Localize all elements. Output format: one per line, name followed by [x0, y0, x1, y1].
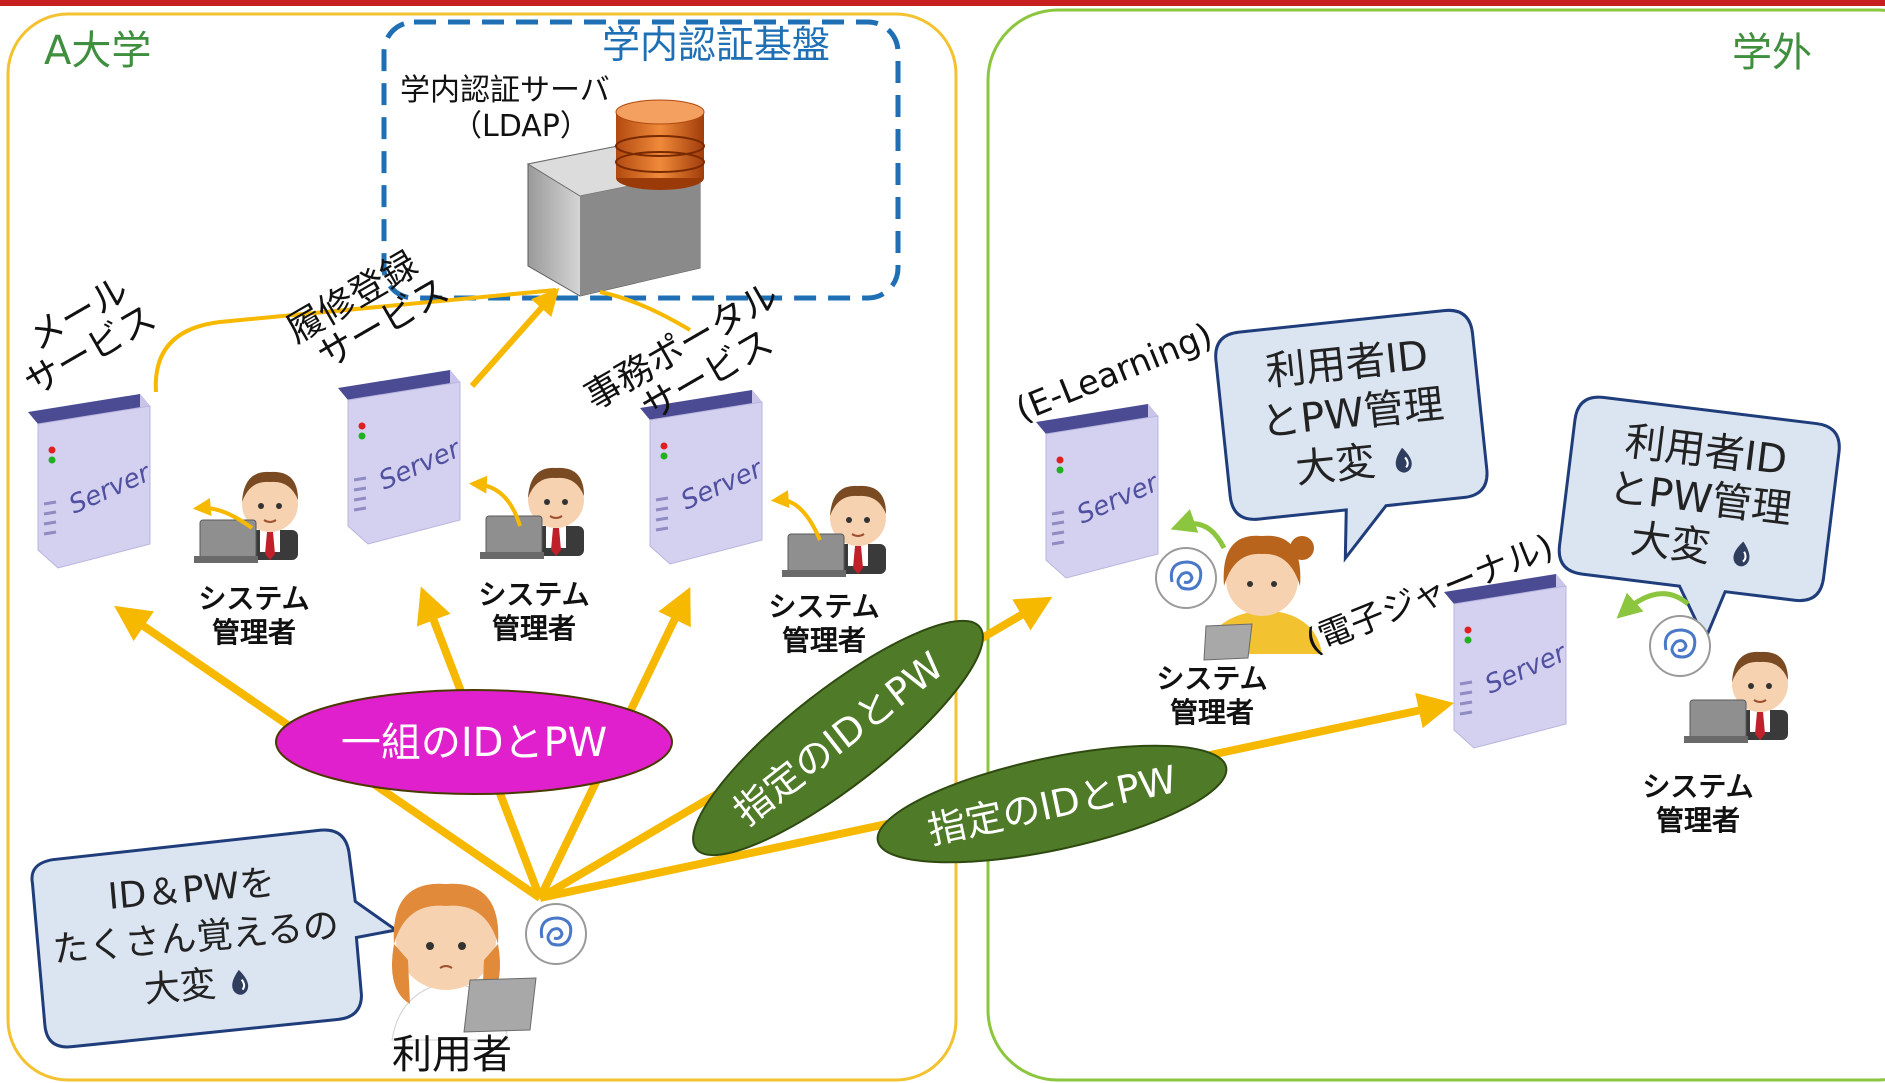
mail-service-label: メール サービス [18, 269, 163, 404]
mail-server-icon: Server [26, 392, 157, 570]
course-admin-avatar [479, 466, 585, 560]
shared-credential-text: 一組のIDとPW [341, 720, 607, 766]
mail-admin-label-line1: システム [198, 582, 309, 615]
specified-credential-label-2: 指定のIDとPW [876, 744, 1228, 864]
course-admin-label-line2: 管理者 [492, 612, 576, 645]
campus-label: A大学 [44, 28, 151, 74]
course-service-label: 履修登録 サービス [280, 244, 456, 377]
elearning-confused-icon [1154, 546, 1218, 610]
ldap-label-line1: 学内認証サーバ [400, 73, 610, 108]
course-ldap-arrow [469, 287, 560, 388]
shared-credential-label: 一組のIDとPW [275, 689, 673, 795]
external-label: 学外 [1732, 30, 1812, 76]
office-admin-label-line1: システム [768, 590, 879, 623]
mail-admin-label-line2: 管理者 [212, 616, 296, 649]
elearning-admin-avatar [1203, 535, 1322, 661]
auth-infrastructure-label: 学内認証基盤 [602, 23, 830, 67]
top-accent-bar [0, 0, 1885, 6]
user-speech-bubble: ID＆PWを たくさん覚えるの 大変 [30, 828, 400, 1049]
office-admin-label-line2: 管理者 [782, 624, 866, 657]
elearning-admin-arrow [1170, 509, 1227, 550]
auth-infrastructure-box [381, 19, 901, 301]
elearning-admin-label-line2: 管理者 [1170, 696, 1254, 729]
course-server-icon: Server [336, 368, 467, 546]
user-bubble-line3: 大変 [142, 964, 217, 1011]
journal-bubble-line3: 大変 [1628, 516, 1713, 571]
ldap-server-icon [526, 99, 705, 297]
campus-region-box [6, 12, 958, 1082]
journal-admin-label-line1: システム [1642, 770, 1753, 803]
mail-admin-arrow [192, 498, 254, 530]
office-server-icon: Server [638, 388, 769, 566]
office-ldap-link [599, 290, 692, 332]
office-admin-arrow [770, 490, 822, 541]
user-label: 利用者 [392, 1032, 512, 1078]
elearning-admin-label-line1: システム [1156, 662, 1267, 695]
journal-server-icon: Server [1442, 572, 1573, 750]
mail-ldap-link [153, 288, 557, 393]
user-confused-icon [524, 902, 588, 966]
elearning-server-icon: Server [1034, 402, 1165, 580]
journal-admin-label-line2: 管理者 [1656, 804, 1740, 837]
course-admin-label-line1: システム [478, 578, 589, 611]
user-avatar [391, 883, 537, 1041]
mail-admin-avatar [193, 470, 299, 564]
journal-confused-icon [1648, 614, 1712, 678]
elearning-admin-bubble: 利用者ID とPW管理 大変 [1214, 308, 1489, 563]
external-region-box [986, 8, 1885, 1082]
journal-admin-bubble: 利用者ID とPW管理 大変 [1557, 395, 1841, 644]
elearning-bubble-line3: 大変 [1293, 439, 1377, 493]
office-admin-avatar [781, 484, 887, 578]
journal-admin-arrow [1616, 591, 1690, 619]
course-admin-arrow [468, 475, 522, 527]
ldap-label-line2: （LDAP） [452, 109, 590, 144]
